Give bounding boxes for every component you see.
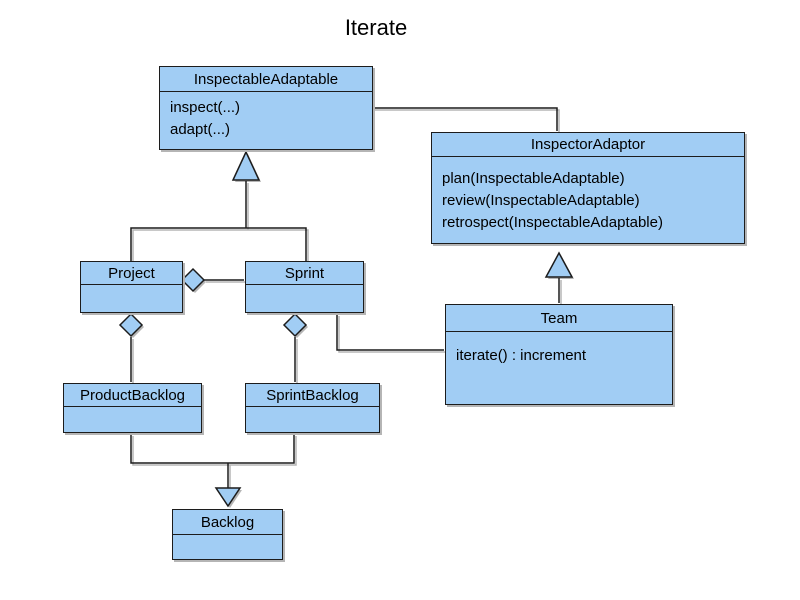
class-sprint[interactable]: Sprint <box>245 261 364 313</box>
generalization-rails-backlogs <box>130 434 295 464</box>
class-name: InspectableAdaptable <box>160 67 372 92</box>
class-members: iterate() : increment <box>446 332 672 404</box>
class-team[interactable]: Team iterate() : increment <box>445 304 673 405</box>
class-member: review(InspectableAdaptable) <box>442 192 640 209</box>
class-member: plan(InspectableAdaptable) <box>442 170 625 187</box>
class-inspectable-adaptable[interactable]: InspectableAdaptable inspect(...) adapt(… <box>159 66 373 150</box>
class-name: InspectorAdaptor <box>432 133 744 157</box>
class-inspector-adaptor[interactable]: InspectorAdaptor plan(InspectableAdaptab… <box>431 132 745 244</box>
class-project[interactable]: Project <box>80 261 183 313</box>
association-sprint-team <box>336 314 444 351</box>
class-members: inspect(...) adapt(...) <box>160 92 372 149</box>
association-inspectable-inspector <box>373 107 558 131</box>
class-members <box>173 535 282 559</box>
class-members <box>246 407 379 432</box>
aggregation-diamond-sprint-sprintbacklog <box>282 312 308 338</box>
aggregation-diamond-project-sprint <box>180 267 206 293</box>
class-member: iterate() : increment <box>456 347 587 364</box>
aggregation-diamond-project-productbacklog <box>118 312 144 338</box>
inheritance-triangle-backlog <box>214 487 242 508</box>
class-members: plan(InspectableAdaptable) review(Inspec… <box>432 157 744 243</box>
class-members <box>64 407 201 432</box>
class-name: Backlog <box>173 510 282 535</box>
class-members <box>81 285 182 312</box>
class-member: retrospect(InspectableAdaptable) <box>442 214 663 231</box>
class-name: Team <box>446 305 672 332</box>
inheritance-triangle-inspectable <box>231 150 261 181</box>
class-name: Sprint <box>246 262 363 285</box>
class-name: Project <box>81 262 182 285</box>
inheritance-triangle-inspector <box>544 251 574 278</box>
class-product-backlog[interactable]: ProductBacklog <box>63 383 202 433</box>
class-backlog[interactable]: Backlog <box>172 509 283 560</box>
class-member: inspect(...) <box>170 99 241 116</box>
class-name: SprintBacklog <box>246 384 379 407</box>
diagram-title: Iterate <box>344 15 408 40</box>
class-member: adapt(...) <box>170 121 231 138</box>
class-name: ProductBacklog <box>64 384 201 407</box>
class-members <box>246 285 363 312</box>
class-sprint-backlog[interactable]: SprintBacklog <box>245 383 380 433</box>
generalization-rails-project-sprint <box>130 227 307 261</box>
